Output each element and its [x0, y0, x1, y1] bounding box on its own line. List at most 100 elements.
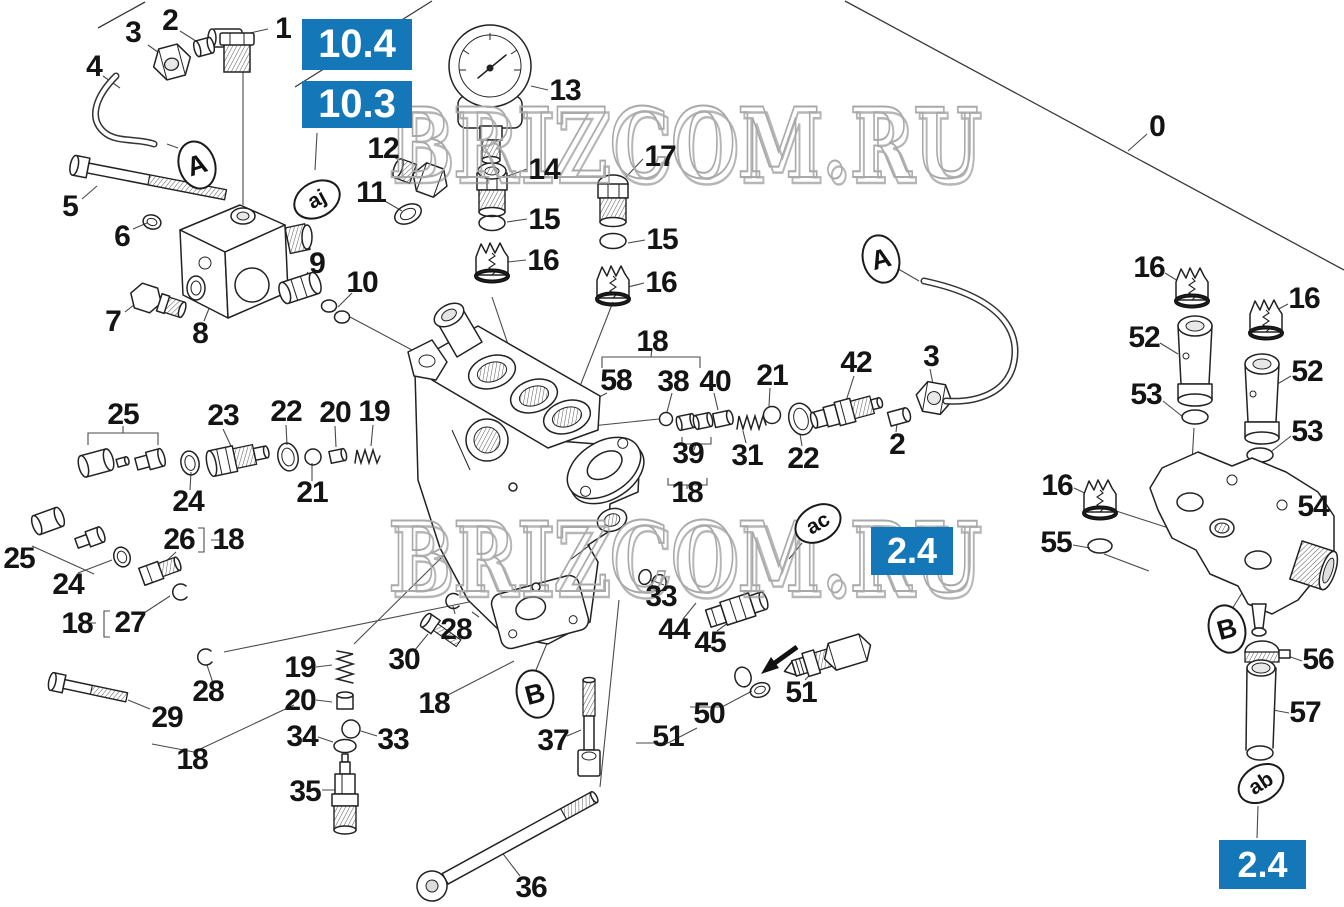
callout-2: 2 — [162, 4, 179, 37]
callout-12: 12 — [367, 132, 399, 165]
part-36-bolt — [416, 791, 599, 902]
part-35-valve — [331, 753, 359, 835]
callout-22: 22 — [787, 442, 819, 475]
part-3-cap-nut — [152, 43, 192, 81]
callout-26: 26 — [163, 523, 195, 556]
callout-45: 45 — [694, 626, 726, 659]
callout-38: 38 — [657, 365, 689, 398]
part-54-manifold — [1149, 451, 1339, 637]
callout-0: 0 — [1149, 110, 1166, 143]
callout-18: 18 — [176, 743, 208, 776]
callout-16: 16 — [1041, 469, 1073, 502]
callout-16: 16 — [1288, 282, 1320, 315]
callout-39: 39 — [672, 437, 704, 470]
callout-6: 6 — [114, 220, 131, 253]
ref-box-2-4-mid[interactable]: 2.4 — [871, 527, 953, 575]
callout-44: 44 — [658, 613, 690, 646]
callout-19: 19 — [358, 395, 390, 428]
callout-20: 20 — [319, 396, 351, 429]
part-8-block — [179, 204, 313, 319]
callout-14: 14 — [528, 153, 560, 186]
manifold-bores — [467, 354, 592, 435]
callout-16: 16 — [645, 266, 677, 299]
clips-and-bolts — [47, 592, 462, 703]
callout-36: 36 — [515, 871, 547, 904]
ref-box-10-3[interactable]: 10.3 — [302, 81, 412, 128]
callout-3: 3 — [125, 16, 142, 49]
part-17-plug — [597, 174, 629, 228]
callout-16: 16 — [1133, 251, 1165, 284]
callout-52: 52 — [1128, 321, 1160, 354]
central-manifold — [407, 302, 645, 650]
callout-24: 24 — [52, 568, 84, 601]
callout-30: 30 — [388, 643, 420, 676]
right-assembly — [1087, 315, 1339, 761]
callout-51: 51 — [652, 720, 684, 753]
ref-box-2-4-bottom[interactable]: 2.4 — [1219, 840, 1306, 889]
callout-18: 18 — [671, 476, 703, 509]
callout-2: 2 — [889, 428, 906, 461]
part-2-ferrule — [192, 36, 216, 58]
callout-10: 10 — [346, 266, 378, 299]
callout-33: 33 — [377, 723, 409, 756]
callout-24: 24 — [172, 485, 204, 518]
callout-35: 35 — [289, 775, 321, 808]
callout-11: 11 — [356, 176, 387, 209]
part-23-valve — [205, 443, 270, 478]
part-7-plug — [130, 282, 187, 319]
callout-22: 22 — [270, 395, 302, 428]
relief-valve-stack — [331, 650, 361, 835]
callout-29: 29 — [151, 701, 183, 734]
callout-37: 37 — [537, 724, 569, 757]
callout-18: 18 — [212, 523, 244, 556]
callout-55: 55 — [1040, 526, 1072, 559]
callout-5: 5 — [62, 190, 79, 223]
callout-21: 21 — [756, 359, 788, 392]
callout-16: 16 — [527, 244, 559, 277]
callout-23: 23 — [207, 399, 239, 432]
part-42-valve — [809, 395, 884, 429]
callout-13: 13 — [549, 74, 581, 107]
left-kit-row-1 — [77, 442, 381, 478]
callout-40: 40 — [699, 365, 731, 398]
callout-4: 4 — [86, 50, 103, 83]
hose-a-right — [920, 277, 1019, 405]
callout-53: 53 — [1291, 415, 1323, 448]
callout-18: 18 — [636, 325, 668, 358]
part-9-fitting — [278, 271, 322, 305]
callout-15: 15 — [528, 203, 560, 236]
callout-8: 8 — [192, 317, 209, 350]
part-52b-cylinder — [1244, 353, 1280, 445]
part-4-hose — [92, 72, 158, 148]
part-13-gauge — [448, 24, 532, 165]
callout-28: 28 — [192, 675, 224, 708]
callout-31: 31 — [731, 439, 763, 472]
callout-57: 57 — [1289, 696, 1321, 729]
part-56-clamp — [1244, 640, 1291, 664]
part-51-valve — [783, 633, 872, 678]
part-57-tube — [1245, 659, 1277, 761]
callout-21: 21 — [296, 476, 328, 509]
callout-25: 25 — [107, 398, 139, 431]
part-14-fitting — [476, 162, 508, 218]
callout-25: 25 — [3, 542, 35, 575]
callout-58: 58 — [600, 364, 632, 397]
callout-19: 19 — [284, 651, 316, 684]
callout-58: 58 — [600, 364, 632, 397]
callout-33: 33 — [645, 580, 677, 613]
callout-9: 9 — [309, 247, 326, 280]
callout-42: 42 — [840, 346, 872, 379]
leader-lines — [31, 28, 1303, 877]
ref-box-10-4[interactable]: 10.4 — [302, 19, 412, 70]
callout-28: 28 — [440, 613, 472, 646]
part-10-orings — [320, 299, 351, 324]
callout-18: 18 — [418, 687, 450, 720]
callout-34: 34 — [286, 720, 318, 753]
callout-1: 1 — [275, 12, 292, 45]
callout-3: 3 — [923, 340, 940, 373]
callout-50: 50 — [693, 697, 725, 730]
bottom-kit — [638, 568, 872, 699]
callout-51: 51 — [785, 676, 817, 709]
